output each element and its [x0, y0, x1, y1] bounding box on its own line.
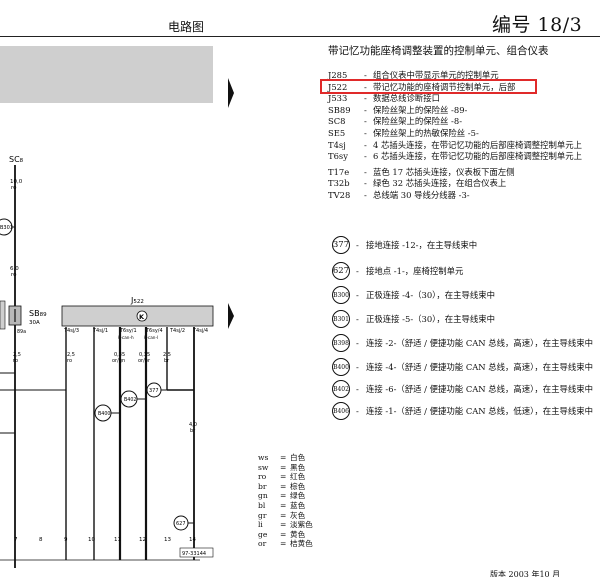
wire-a-color: ro [11, 185, 17, 191]
sc-label: SC8 [9, 155, 24, 164]
col-7: 7 [14, 537, 18, 543]
connector-legend-item: 627-接地点 -1-，座椅控制单元 [326, 262, 596, 286]
pin-sub-2: k-can-l [144, 335, 158, 340]
wire-color-2: ro [67, 358, 72, 364]
svg-text:K: K [139, 313, 145, 321]
col-9: 9 [64, 537, 68, 543]
color-key-item: gr=灰色 [258, 510, 306, 520]
fuse-amp: 30A [29, 320, 40, 326]
color-key-item: sw=黑色 [258, 462, 306, 472]
legend-item: TV28-总线端 30 导线分线器 -3- [328, 189, 470, 200]
k-symbol [136, 310, 148, 322]
legend-item: SE5-保险丝架上的热敏保险丝 -5- [328, 127, 479, 138]
connector-legend-item: B398-连接 -2-（舒适 / 便捷功能 CAN 总线，高速），在主导线束中 [326, 334, 596, 358]
wire-color-1: ro [13, 358, 18, 364]
connector-legend-item: B300-正极连接 -4-（30），在主导线束中 [326, 286, 596, 310]
svg-text:627: 627 [176, 521, 186, 527]
pin-3: T6sy/1 [119, 328, 137, 334]
wire-b-size: 6,0 [10, 266, 19, 272]
fuse-pin: 89a [17, 329, 26, 335]
col-10: 10 [88, 537, 95, 543]
legend-item: T6sy-6 芯插头连接，在带记忆功能的后部座椅调整控制单元上 [328, 151, 582, 162]
connector-legend-item: B406-连接 -1-（舒适 / 便捷功能 CAN 总线，低速），在主导线束中 [326, 402, 596, 426]
legend-item: SC8-保险丝架上的保险丝 -8- [328, 116, 463, 127]
wire-size-6: 4,0 [189, 422, 197, 428]
version-footer: 版本 2003 年10 月 [490, 570, 561, 577]
color-key-item: ge=黄色 [258, 529, 306, 539]
color-key-item: or=桔黄色 [258, 539, 313, 549]
connector-legend-item: B400-连接 -4-（舒适 / 便捷功能 CAN 总线，高速），在主导线束中 [326, 358, 596, 380]
circuit-schematic: SC8 10,0 ro B301 6,0 ro SB89 30A 89a J52… [0, 46, 234, 568]
wire-color-5: br [164, 358, 170, 364]
col-13: 13 [164, 537, 171, 543]
doc-code-box [179, 547, 214, 558]
color-key-item: ws=白色 [258, 453, 306, 462]
svg-text:B402: B402 [124, 397, 136, 403]
col-14: 14 [189, 537, 196, 543]
connector-legend-item: B402-连接 -6-（舒适 / 便捷功能 CAN 总线，高速），在主导线束中 [326, 380, 596, 402]
legend-item: T4sj-4 芯插头连接，在带记忆功能的后部座椅调整控制单元上 [328, 139, 582, 150]
page-title: 电路图 [168, 20, 205, 34]
b301-label: B301 [0, 225, 13, 231]
pin-1: T4sj/3 [63, 328, 79, 334]
wire-size-4: 0,35 [139, 352, 150, 358]
doc-code: 97-33144 [182, 551, 206, 557]
legend-item: J285-组合仪表中带显示单元的控制单元 [328, 70, 499, 80]
pin-2: T4sj/1 [92, 328, 108, 334]
wire-color-6: br [190, 428, 196, 434]
wire-size-5: 2,5 [163, 352, 171, 358]
wire-b-color: ro [11, 272, 17, 278]
wire-a-size: 10,0 [10, 179, 23, 185]
wire-size-3: 0,35 [114, 352, 125, 358]
j522-highlight-box [320, 79, 537, 94]
wire-size-2: 2,5 [67, 352, 75, 358]
wire-color-3: or/gn [112, 358, 125, 364]
diagram-subtitle: 带记忆功能座椅调整装置的控制单元、组合仪表 [328, 45, 549, 57]
connector-legend-item: B301-正极连接 -5-（30），在主导线束中 [326, 310, 596, 334]
color-key-item: li=淡紫色 [258, 520, 313, 530]
component-block-top [0, 46, 213, 103]
fuse-label: SB89 [29, 309, 47, 318]
pin-5: T4sj/2 [169, 328, 185, 334]
header-rule [0, 36, 600, 37]
legend-item: J522-带记忆功能的座椅调节控制单元，后部 [328, 81, 516, 92]
connector-legend-item: 377-接地连接 -12-，在主导线束中 [326, 236, 596, 262]
color-key-item: ro=红色 [258, 472, 306, 482]
pin-4: T6sy/4 [145, 328, 163, 334]
continue-arrow-top [228, 78, 234, 108]
component-legend: J285-组合仪表中带显示单元的控制单元 J522-带记忆功能的座椅调节控制单元… [328, 70, 593, 202]
color-key-item: br=棕色 [258, 481, 306, 491]
svg-text:B400: B400 [98, 411, 110, 417]
col-11: 11 [114, 537, 121, 543]
continue-arrow-mid [228, 303, 234, 329]
svg-text:377: 377 [149, 388, 159, 394]
col-12: 12 [139, 537, 146, 543]
wire-size-1: 2,5 [13, 352, 21, 358]
color-key-item: gn=绿色 [258, 491, 306, 501]
pin-sub-1: k-can-h [118, 335, 134, 340]
legend-item: T17e-蓝色 17 芯插头连接，仪表板下面左侧 [328, 166, 515, 177]
j522-label: J522 [130, 296, 144, 305]
connector-legend: 377-接地连接 -12-，在主导线束中 627-接地点 -1-，座椅控制单元 … [326, 236, 596, 426]
legend-item: J533-数据总线诊断接口 [328, 93, 440, 104]
color-key-item: bl=蓝色 [258, 500, 306, 510]
page-number: 编号 18/3 [492, 14, 583, 36]
pin-6: T4sj/4 [192, 328, 208, 334]
wire-color-key: ws=白色 sw=黑色 ro=红色 br=棕色 gn=绿色 bl=蓝色 gr=灰… [258, 453, 313, 549]
wire-color-4: or/br [138, 358, 151, 364]
legend-item: T32b-绿色 32 芯插头连接，在组合仪表上 [328, 178, 507, 189]
legend-item: SB89-保险丝架上的保险丝 -89- [328, 104, 468, 115]
col-8: 8 [39, 537, 43, 543]
